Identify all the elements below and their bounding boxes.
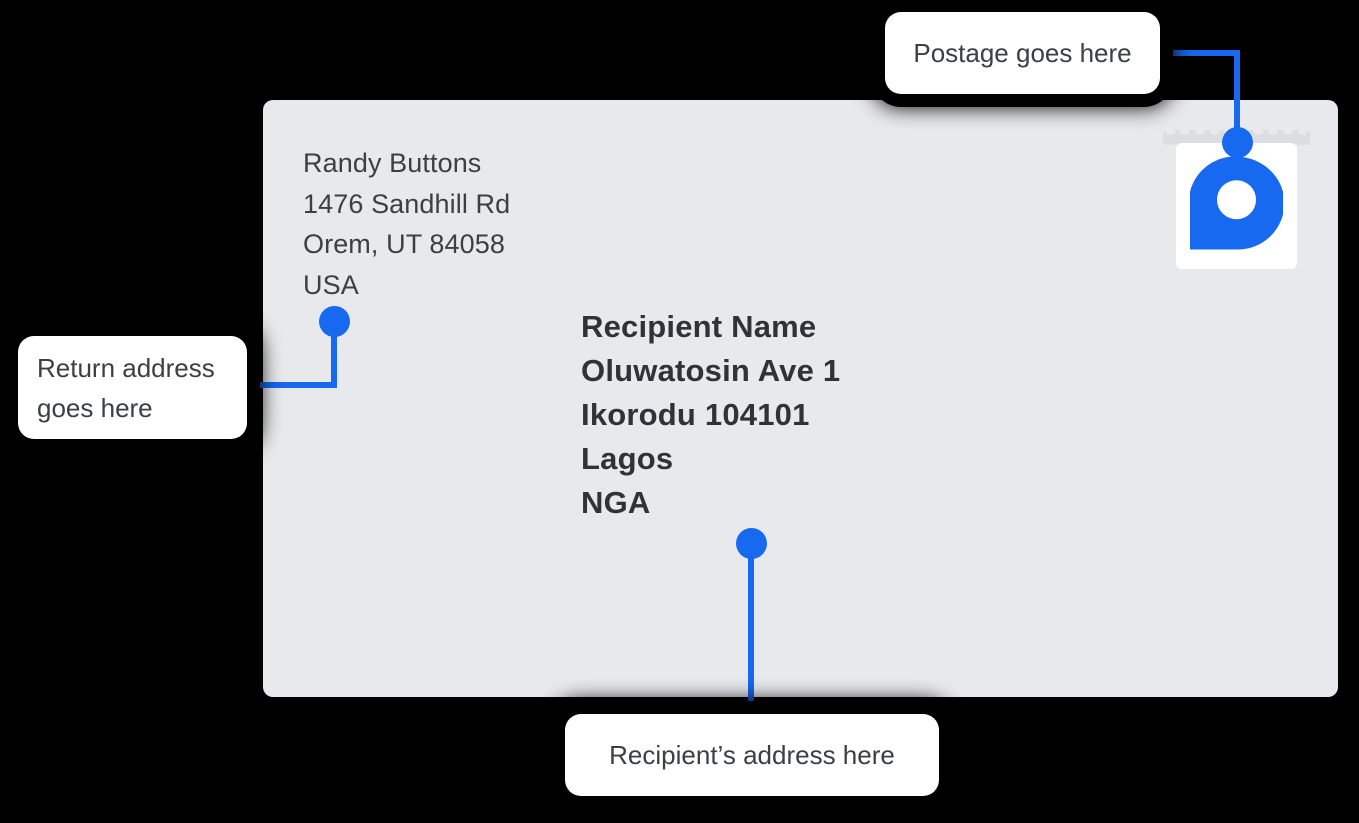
location-pin-logo-icon [1190,156,1283,250]
return-address-line: 1476 Sandhill Rd [303,188,511,219]
return-address-line: Orem, UT 84058 [303,229,505,259]
return-anchor-dot [319,306,350,337]
recipient-address-line: NGA [581,485,651,520]
return-address-line: USA [303,269,359,300]
callout-return-label-line1: Return address [37,352,215,383]
postage-connector-vertical [1234,49,1240,145]
callout-postage-label: Postage goes here [913,38,1132,68]
return-address-line: Randy Buttons [303,148,482,178]
recipient-address-block: Recipient Name Oluwatosin Ave 1 Ikorodu … [581,305,840,525]
postage-anchor-dot [1222,127,1253,158]
return-connector-vertical [331,320,337,388]
recipient-address-line: Oluwatosin Ave 1 [581,353,841,388]
recipient-address-line: Lagos [581,441,674,476]
callout-return-label-line2: goes here [37,392,153,423]
callout-return-address: Return address goes here [18,336,247,439]
recipient-address-line: Ikorodu 104101 [581,397,810,432]
callout-recipient-label: Recipient’s address here [609,740,895,770]
envelope: Randy Buttons 1476 Sandhill Rd Orem, UT … [263,100,1338,697]
return-connector-horizontal [240,382,337,388]
return-address-block: Randy Buttons 1476 Sandhill Rd Orem, UT … [303,143,510,305]
recipient-address-line: Recipient Name [581,309,817,344]
recipient-anchor-dot [736,528,767,559]
recipient-connector-vertical [748,543,754,723]
callout-postage: Postage goes here [885,12,1160,94]
callout-recipient-address: Recipient’s address here [565,714,939,796]
postage-connector-horizontal [1150,49,1240,56]
